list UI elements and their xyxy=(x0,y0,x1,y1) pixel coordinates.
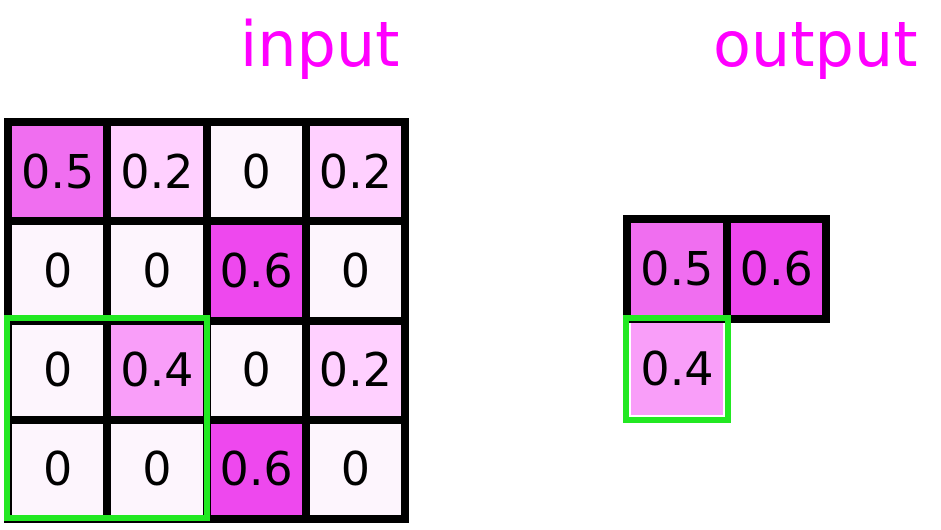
input-cell-r3c1: 0 xyxy=(12,324,104,416)
output-cell-highlight: 0.4 xyxy=(623,315,731,423)
input-cell-r4c4: 0 xyxy=(309,423,401,515)
input-cell-r3c3: 0 xyxy=(210,324,302,416)
output-cell-r1c2: 0.6 xyxy=(730,223,822,315)
output-grid: 0.5 0.6 xyxy=(623,215,830,323)
input-cell-r1c3: 0 xyxy=(210,126,302,218)
input-cell-r2c1: 0 xyxy=(12,225,104,317)
input-cell-r4c1: 0 xyxy=(12,423,104,515)
output-cell-r2c1: 0.4 xyxy=(631,323,723,415)
input-cell-r1c1: 0.5 xyxy=(12,126,104,218)
input-grid: 0.5 0.2 0 0.2 0 0 0.6 0 0 0.4 0 0.2 0 0 … xyxy=(4,118,409,523)
input-cell-r3c2: 0.4 xyxy=(111,324,203,416)
input-cell-r4c3: 0.6 xyxy=(210,423,302,515)
input-cell-r2c2: 0 xyxy=(111,225,203,317)
input-cell-r2c3: 0.6 xyxy=(210,225,302,317)
input-cell-r2c4: 0 xyxy=(309,225,401,317)
output-cell-r1c1: 0.5 xyxy=(631,223,723,315)
output-title: output xyxy=(713,8,918,81)
input-cell-r1c4: 0.2 xyxy=(309,126,401,218)
input-title: input xyxy=(240,8,400,81)
input-cell-r1c2: 0.2 xyxy=(111,126,203,218)
input-cell-r3c4: 0.2 xyxy=(309,324,401,416)
input-cell-r4c2: 0 xyxy=(111,423,203,515)
